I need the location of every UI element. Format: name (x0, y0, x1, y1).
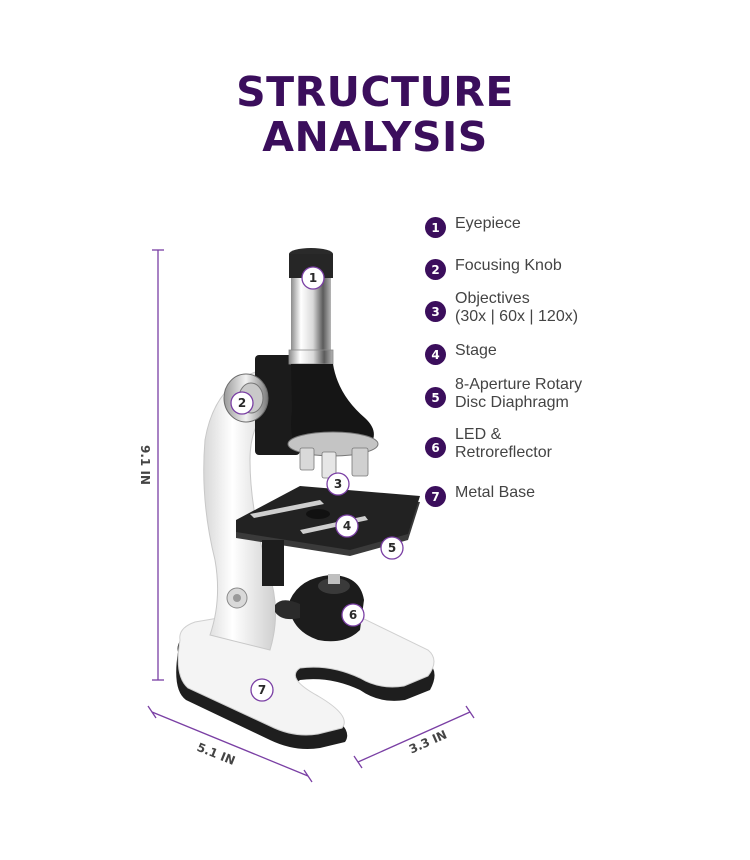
legend-item-3: 3 Objectives (30x | 60x | 120x) (425, 290, 578, 326)
legend-item-7: 7 Metal Base (425, 484, 535, 507)
nosepiece (287, 364, 379, 479)
depth-dimension: 3.3 IN (353, 705, 475, 769)
callout-7: 7 (250, 678, 274, 702)
stage (236, 486, 420, 586)
callout-2: 2 (230, 391, 254, 415)
legend-badge: 5 (425, 387, 446, 408)
legend-badge: 2 (425, 259, 446, 280)
svg-text:7: 7 (258, 683, 266, 697)
height-dimension: 9.1 IN (138, 249, 164, 681)
svg-text:1: 1 (309, 271, 317, 285)
callout-6: 6 (341, 603, 365, 627)
callout-1: 1 (301, 266, 325, 290)
callout-5: 5 (380, 536, 404, 560)
eyepiece-tube (288, 248, 334, 365)
legend-label: Metal Base (455, 484, 536, 501)
legend-badge: 1 (425, 217, 446, 238)
title-line-2: ANALYSIS (262, 113, 488, 161)
legend-item-1: 1 Eyepiece (425, 215, 521, 238)
callout-4: 4 (335, 514, 359, 538)
callout-3: 3 (326, 472, 350, 496)
legend-item-6: 6 LED & Retroreflector (425, 426, 552, 462)
depth-label: 3.3 IN (407, 727, 449, 756)
light-unit (275, 574, 364, 642)
height-label: 9.1 IN (138, 445, 152, 485)
page-title: STRUCTURE ANALYSIS (0, 70, 750, 160)
arm (203, 369, 276, 651)
legend-label: Focusing Knob (455, 257, 562, 274)
svg-text:6: 6 (349, 608, 357, 622)
svg-text:4: 4 (343, 519, 351, 533)
legend-badge: 7 (425, 486, 446, 507)
legend-item-4: 4 Stage (425, 342, 497, 365)
legend-item-2: 2 Focusing Knob (425, 257, 562, 280)
legend-label: Eyepiece (455, 215, 521, 232)
legend-label: LED & Retroreflector (455, 426, 552, 461)
legend-badge: 6 (425, 437, 446, 458)
legend-item-5: 5 8-Aperture Rotary Disc Diaphragm (425, 376, 582, 412)
svg-text:2: 2 (238, 396, 246, 410)
svg-text:3: 3 (334, 477, 342, 491)
title-line-1: STRUCTURE (236, 68, 514, 116)
legend-badge: 3 (425, 301, 446, 322)
legend-label: Stage (455, 342, 497, 359)
legend-label: 8-Aperture Rotary Disc Diaphragm (455, 376, 583, 411)
legend-label: Objectives (30x | 60x | 120x) (455, 290, 579, 325)
legend-badge: 4 (425, 344, 446, 365)
svg-text:5: 5 (388, 541, 396, 555)
